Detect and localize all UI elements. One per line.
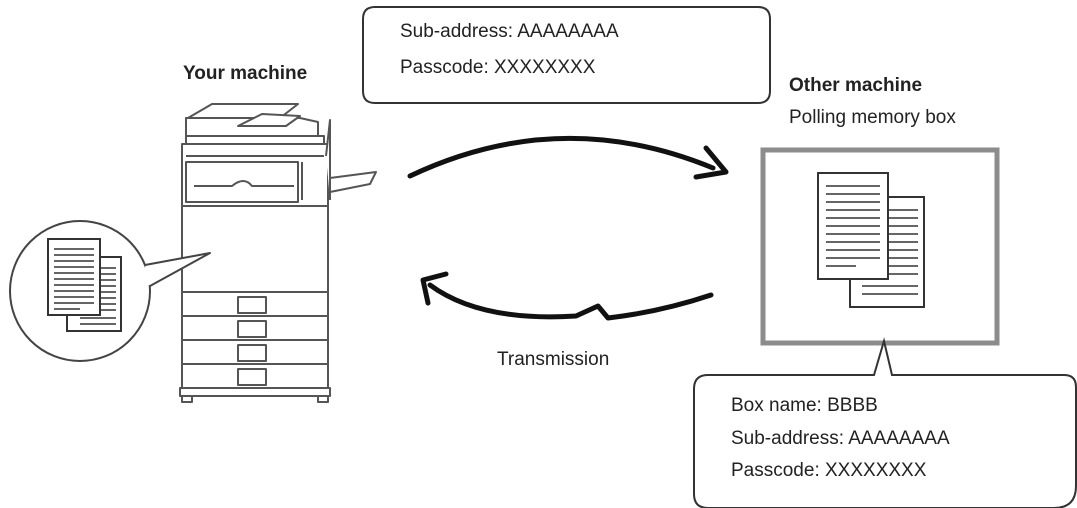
transmission-arrow-icon — [420, 271, 714, 321]
bottom-callout-passcode: Passcode: XXXXXXXX — [731, 460, 927, 481]
bottom-callout-box-name: Box name: BBBB — [731, 395, 878, 416]
stored-documents-callout — [9, 220, 211, 362]
polling-memory-box — [760, 147, 1000, 346]
top-callout-bubble — [362, 6, 771, 104]
copier-icon — [179, 103, 377, 403]
request-arrow-icon — [407, 135, 729, 180]
your-machine-label: Your machine — [183, 63, 308, 84]
polling-memory-box-label: Polling memory box — [789, 107, 956, 128]
top-callout-sub-address: Sub-address: AAAAAAAA — [400, 21, 619, 42]
bottom-callout-bubble — [693, 337, 1077, 508]
bottom-callout-sub-address: Sub-address: AAAAAAAA — [731, 428, 950, 449]
other-machine-label: Other machine — [789, 75, 923, 96]
transmission-label: Transmission — [497, 349, 610, 370]
top-callout-passcode: Passcode: XXXXXXXX — [400, 57, 596, 78]
